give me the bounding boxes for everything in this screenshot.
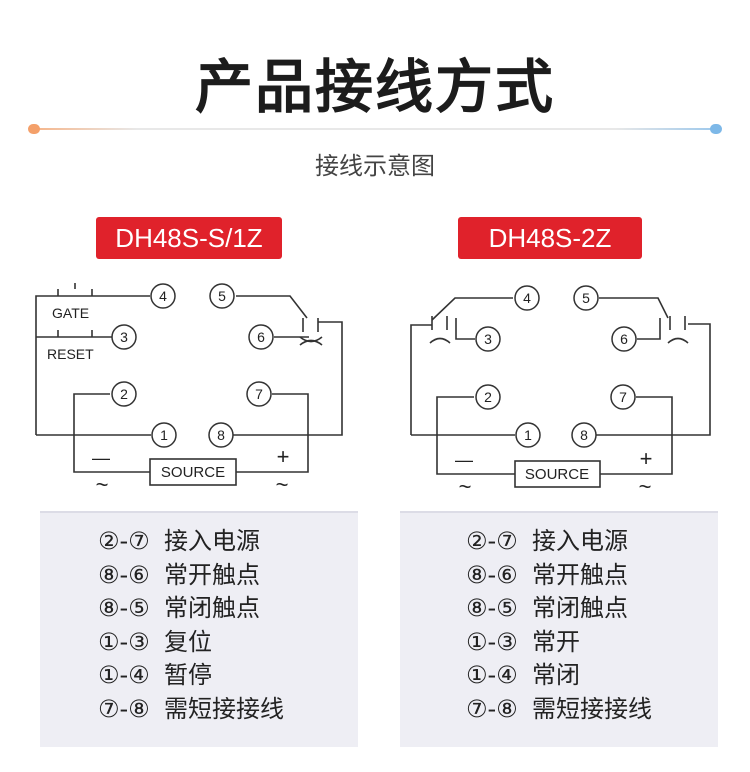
left-terminal-2 xyxy=(111,381,137,407)
model-badge-right: DH48S-2Z xyxy=(458,217,642,259)
left-terminal-6-label: 6 xyxy=(257,329,265,345)
right-source-box xyxy=(514,460,601,488)
left-terminal-6 xyxy=(248,324,274,350)
left-source-box xyxy=(149,458,237,486)
left-terminal-5 xyxy=(209,283,235,309)
left-terminal-5-label: 5 xyxy=(218,288,226,304)
gate-label: GATE xyxy=(52,305,89,321)
left-ac-wave-plus: ~ xyxy=(276,472,289,497)
right-terminal-4 xyxy=(514,285,540,311)
left-terminal-7-label: 7 xyxy=(255,386,263,402)
reset-label: RESET xyxy=(47,346,94,362)
divider-dot-left xyxy=(28,124,40,134)
left-terminal-3-label: 3 xyxy=(120,329,128,345)
right-terminal-3-label: 3 xyxy=(484,331,492,347)
subtitle: 接线示意图 xyxy=(315,152,435,180)
right-terminal-1 xyxy=(515,422,541,448)
right-terminal-6-label: 6 xyxy=(620,331,628,347)
right-ac-wave-minus: ~ xyxy=(459,474,472,499)
left-source-label: SOURCE xyxy=(161,464,225,481)
right-terminal-7-label: 7 xyxy=(619,389,627,405)
right-terminal-2-label: 2 xyxy=(484,389,492,405)
right-ac-wave-plus: ~ xyxy=(639,474,652,499)
right-terminal-3 xyxy=(475,326,501,352)
title-divider xyxy=(34,128,718,130)
right-minus-sign: — xyxy=(455,450,473,470)
right-source-label: SOURCE xyxy=(525,466,589,483)
right-terminal-5-label: 5 xyxy=(582,290,590,306)
right-terminal-2 xyxy=(475,384,501,410)
left-terminal-8 xyxy=(208,422,234,448)
right-wiring xyxy=(410,297,711,475)
right-plus-sign: + xyxy=(640,446,653,471)
left-plus-sign: + xyxy=(277,444,290,469)
right-terminal-7 xyxy=(610,384,636,410)
left-terminal-1-label: 1 xyxy=(160,427,168,443)
left-terminal-7 xyxy=(246,381,272,407)
right-terminal-8 xyxy=(571,422,597,448)
right-terminal-8-label: 8 xyxy=(580,427,588,443)
left-terminal-4-label: 4 xyxy=(159,288,167,304)
right-terminal-5 xyxy=(573,285,599,311)
left-terminal-2-label: 2 xyxy=(120,386,128,402)
right-terminal-4-label: 4 xyxy=(523,290,531,306)
left-minus-sign: — xyxy=(92,448,110,468)
right-terminal-1-label: 1 xyxy=(524,427,532,443)
left-terminal-3 xyxy=(111,324,137,350)
left-terminal-4 xyxy=(150,283,176,309)
left-ac-wave-minus: ~ xyxy=(96,472,109,497)
page-title: 产品接线方式 xyxy=(194,53,555,121)
left-terminal-8-label: 8 xyxy=(217,427,225,443)
divider-dot-right xyxy=(710,124,722,134)
left-terminal-1 xyxy=(151,422,177,448)
right-contact-icon-left xyxy=(429,316,451,344)
left-wiring xyxy=(35,283,343,473)
right-contact-icon-right xyxy=(667,316,689,344)
right-terminal-6 xyxy=(611,326,637,352)
model-badge-left: DH48S-S/1Z xyxy=(96,217,282,259)
left-contact-icon xyxy=(299,318,323,346)
